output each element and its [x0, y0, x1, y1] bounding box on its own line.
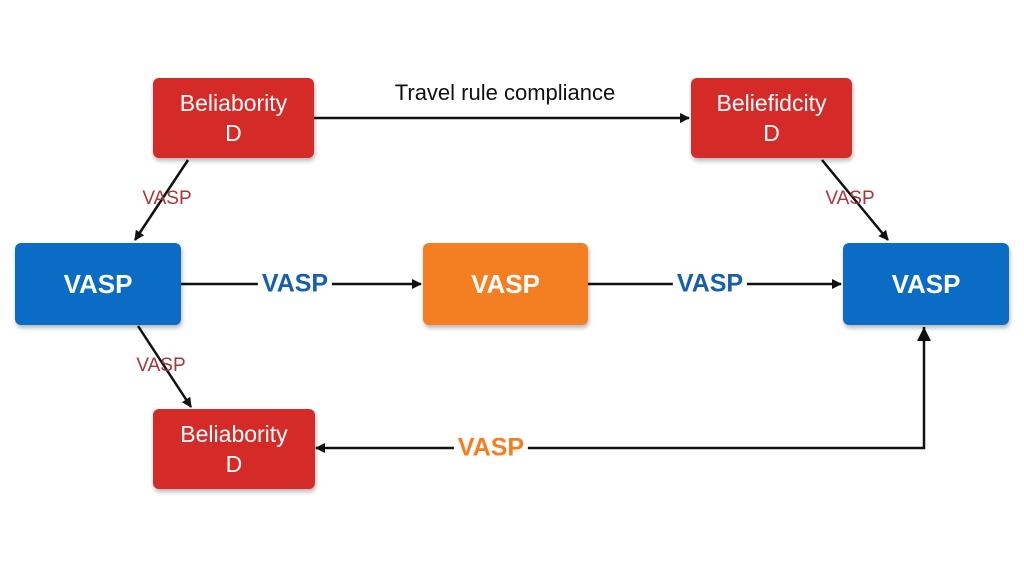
red-box-top-right: Beliefidcity D: [691, 78, 852, 158]
edge-label-top-right-to-mid-right: VASP: [825, 188, 875, 209]
edge-label-top: Travel rule compliance: [394, 80, 616, 105]
edge-label-mid-left-to-bottom-left: VASP: [136, 355, 186, 376]
red-box-top-right-label: Beliefidcity D: [716, 90, 827, 146]
orange-box-center-label: VASP: [471, 268, 540, 299]
edge-bottom-arrow: [315, 327, 926, 453]
red-box-bottom-left: Beliaborit​y D: [153, 409, 315, 489]
red-box-top-left-label: Beliaborit​y D: [179, 90, 288, 146]
edge-topright-to-midright-arrow: [821, 159, 889, 241]
blue-box-right-label: VASP: [891, 268, 961, 299]
edge-label-bottom: VASP: [453, 433, 529, 463]
edge-midleft-to-bottomleft-arrow: [136, 325, 193, 408]
edge-label-top-left-to-mid-left: VASP: [142, 188, 192, 209]
orange-box-center: VASP: [423, 243, 588, 325]
edge-label-center-to-right: VASP: [672, 269, 748, 299]
edge-bottom-up-arrowhead: [917, 327, 931, 341]
edge-label-left-to-center: VASP: [257, 269, 333, 299]
blue-box-left: VASP: [15, 243, 181, 325]
red-box-bottom-left-label: Beliaborit​y D: [180, 421, 288, 477]
red-box-top-left: Beliaborit​y D: [153, 78, 314, 158]
blue-box-right: VASP: [843, 243, 1009, 325]
edge-topleft-to-midleft-arrow: [133, 159, 190, 241]
blue-box-left-label: VASP: [63, 268, 133, 299]
